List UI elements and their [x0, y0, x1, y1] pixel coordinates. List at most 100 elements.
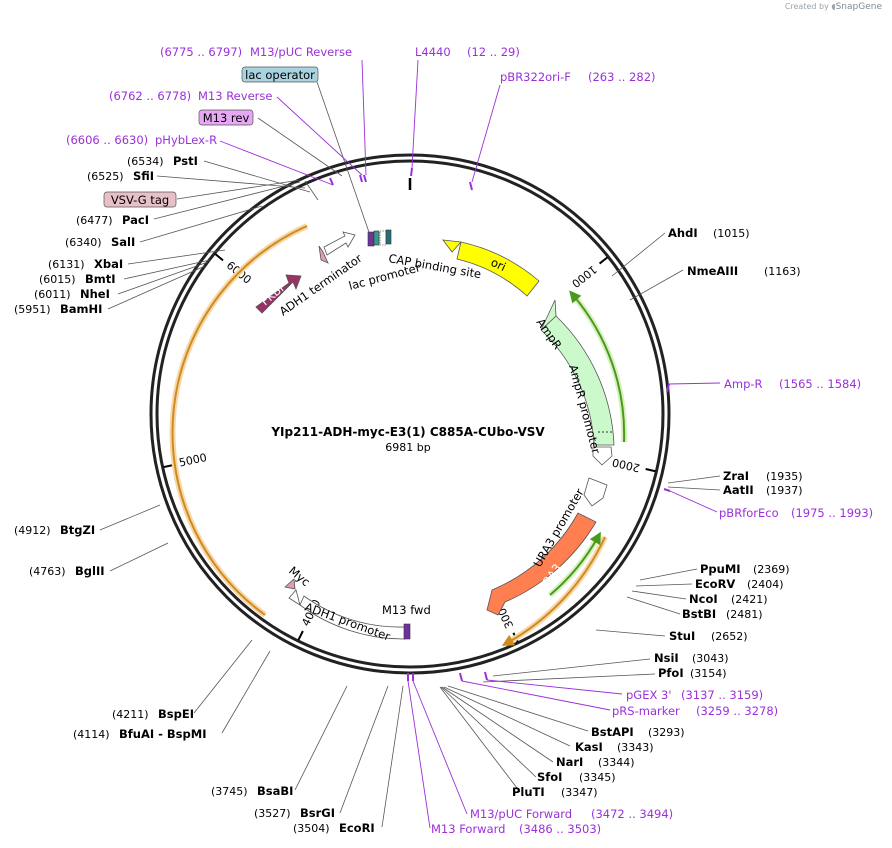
site-ahdi-name[interactable]: AhdI	[668, 226, 698, 240]
primer-m13-forward-name[interactable]: M13 Forward	[431, 822, 505, 836]
site-nsii-pos: (3043)	[692, 652, 729, 665]
site-xbai-name[interactable]: XbaI	[94, 257, 123, 271]
primer-m13-puc-forward-name[interactable]: M13/pUC Forward	[470, 807, 572, 821]
feature-ura3-promoter[interactable]	[583, 477, 608, 507]
feature-ampr[interactable]	[540, 315, 615, 446]
primer-phyblex-r-name[interactable]: pHybLex-R	[155, 133, 217, 147]
site-bfuai-bspmi-pos: (4114)	[73, 728, 110, 741]
site-nmeaiii-name[interactable]: NmeAIII	[687, 264, 738, 278]
feature-ampr-promoter[interactable]	[592, 446, 613, 466]
primer-amp-r-name[interactable]: Amp-R	[724, 377, 763, 391]
site-bspei-name[interactable]: BspEI	[158, 707, 194, 721]
feature-fkbp[interactable]	[255, 274, 302, 314]
site-nhei-name[interactable]: NheI	[80, 287, 110, 301]
site-kasi-pos: (3343)	[617, 741, 654, 754]
site-bglii-name[interactable]: BglII	[75, 564, 105, 578]
primer-marks	[329, 167, 671, 682]
primer-pbr322ori-f-name[interactable]: pBR322ori-F	[500, 70, 571, 84]
site-bfuai-bspmi-name[interactable]: BfuAI - BspMI	[119, 727, 206, 741]
primer-l4440-range: (12 .. 29)	[467, 45, 520, 59]
site-paci-pos: (6477)	[76, 214, 113, 227]
site-bstapi-name[interactable]: BstAPI	[591, 725, 634, 739]
feature-adh1-promoter-head	[288, 589, 301, 606]
site-stui-pos: (2652)	[711, 630, 748, 643]
site-bamhi-name[interactable]: BamHI	[60, 302, 102, 316]
site-sali-name[interactable]: SalI	[111, 235, 135, 249]
site-bstbi-name[interactable]: BstBI	[682, 607, 716, 621]
site-ncoi-pos: (2421)	[731, 593, 768, 606]
primer-l4440-name[interactable]: L4440	[415, 45, 451, 59]
primer-pbr322ori-f-range: (263 .. 282)	[588, 70, 656, 84]
primer-m13-forward-range: (3486 .. 3503)	[519, 822, 601, 836]
site-psti-name[interactable]: PstI	[173, 154, 198, 168]
site-pfoi-pos: (3154)	[690, 667, 727, 680]
primer-m13-puc-forward-range: (3472 .. 3494)	[591, 807, 673, 821]
tick-label-1000: 1000	[569, 263, 599, 291]
primer-pbrforeco-range: (1975 .. 1993)	[791, 506, 873, 520]
site-pfoi-name[interactable]: PfoI	[658, 666, 684, 680]
site-sfii-pos: (6525)	[87, 170, 124, 183]
site-ncoi-name[interactable]: NcoI	[689, 592, 718, 606]
site-labels: AhdI (1015) NmeAIII (1163) ZraI (1935) A…	[14, 154, 803, 835]
vsv-g-tag-box[interactable]	[103, 191, 177, 208]
primer-m13-puc-reverse-name[interactable]: M13/pUC Reverse	[250, 45, 352, 59]
snapgene-logo-icon: ◖	[831, 2, 836, 11]
site-nari-pos: (3344)	[598, 756, 635, 769]
tick-mark-2000	[645, 468, 656, 473]
site-zrai-name[interactable]: ZraI	[723, 469, 749, 483]
site-ppumi-name[interactable]: PpuMI	[700, 562, 741, 576]
site-aatii-name[interactable]: AatII	[723, 483, 754, 497]
vsv-g-tag-label: VSV-G tag	[111, 193, 169, 207]
primer-pgex3-name[interactable]: pGEX 3'	[626, 688, 672, 702]
site-ahdi-pos: (1015)	[713, 227, 750, 240]
site-kasi-name[interactable]: KasI	[575, 740, 603, 754]
site-bspei-pos: (4211)	[112, 708, 149, 721]
site-bstbi-pos: (2481)	[726, 608, 763, 621]
site-pluti-pos: (3347)	[561, 786, 598, 799]
site-ecorv-pos: (2404)	[747, 578, 784, 591]
feature-label-ori: ori	[489, 255, 508, 274]
feature-ori-body[interactable]	[456, 241, 540, 297]
site-nari-name[interactable]: NarI	[556, 755, 583, 769]
primer-phyblex-r-range: (6606 .. 6630)	[66, 133, 148, 147]
site-bstapi-pos: (3293)	[648, 726, 685, 739]
feature-lac-operator-block	[373, 230, 380, 246]
site-nhei-pos: (6011)	[34, 288, 71, 301]
site-ecori-name[interactable]: EcoRI	[339, 821, 375, 835]
site-nsii-name[interactable]: NsiI	[654, 651, 679, 665]
primer-m13-puc-reverse-range: (6775 .. 6797)	[160, 45, 242, 59]
site-bglii-pos: (4763)	[29, 565, 66, 578]
site-sfoi-name[interactable]: SfoI	[537, 770, 562, 784]
site-pluti-name[interactable]: PluTI	[512, 785, 545, 799]
site-paci-name[interactable]: PacI	[122, 213, 149, 227]
m13-rev-label: M13 rev	[203, 111, 250, 125]
feature-adh1-terminator[interactable]	[323, 231, 356, 256]
site-sfii-name[interactable]: SfiI	[133, 169, 154, 183]
orf-orange-right	[501, 536, 606, 646]
primer-m13-reverse-name[interactable]: M13 Reverse	[198, 89, 272, 103]
tick-mark-1000	[598, 256, 609, 265]
feature-ura3[interactable]	[486, 512, 597, 616]
site-psti-pos: (6534)	[127, 155, 164, 168]
site-bsabi-name[interactable]: BsaBI	[257, 784, 293, 798]
primer-labels: L4440 (12 .. 29) pBR322ori-F (263 .. 282…	[66, 45, 873, 836]
primer-pbrforeco-name[interactable]: pBRforEco	[719, 506, 779, 520]
m13-rev-box[interactable]	[198, 109, 254, 126]
lac-operator-label: lac operator	[245, 68, 315, 82]
feature-vsv-g-marker	[318, 245, 329, 264]
tick-label-2000: 2000	[611, 455, 641, 474]
site-ecorv-name[interactable]: EcoRV	[695, 577, 735, 591]
feature-myc-marker	[284, 578, 296, 590]
site-bsrgi-name[interactable]: BsrGI	[300, 806, 335, 820]
primer-m13-reverse-range: (6762 .. 6778)	[109, 89, 191, 103]
primer-prs-marker-name[interactable]: pRS-marker	[612, 704, 680, 718]
primer-pgex3-range: (3137 .. 3159)	[681, 688, 763, 702]
site-btgzi-name[interactable]: BtgZI	[60, 523, 95, 537]
site-stui-name[interactable]: StuI	[669, 629, 695, 643]
plasmid-name: YIp211-ADH-myc-E3(1) C885A-CUbo-VSV	[270, 425, 545, 439]
site-nmeaiii-pos: (1163)	[764, 265, 801, 278]
primer-prs-marker-range: (3259 .. 3278)	[696, 704, 778, 718]
site-bmti-name[interactable]: BmtI	[85, 272, 116, 286]
site-bsabi-pos: (3745)	[211, 785, 248, 798]
lac-operator-box[interactable]	[241, 66, 319, 83]
